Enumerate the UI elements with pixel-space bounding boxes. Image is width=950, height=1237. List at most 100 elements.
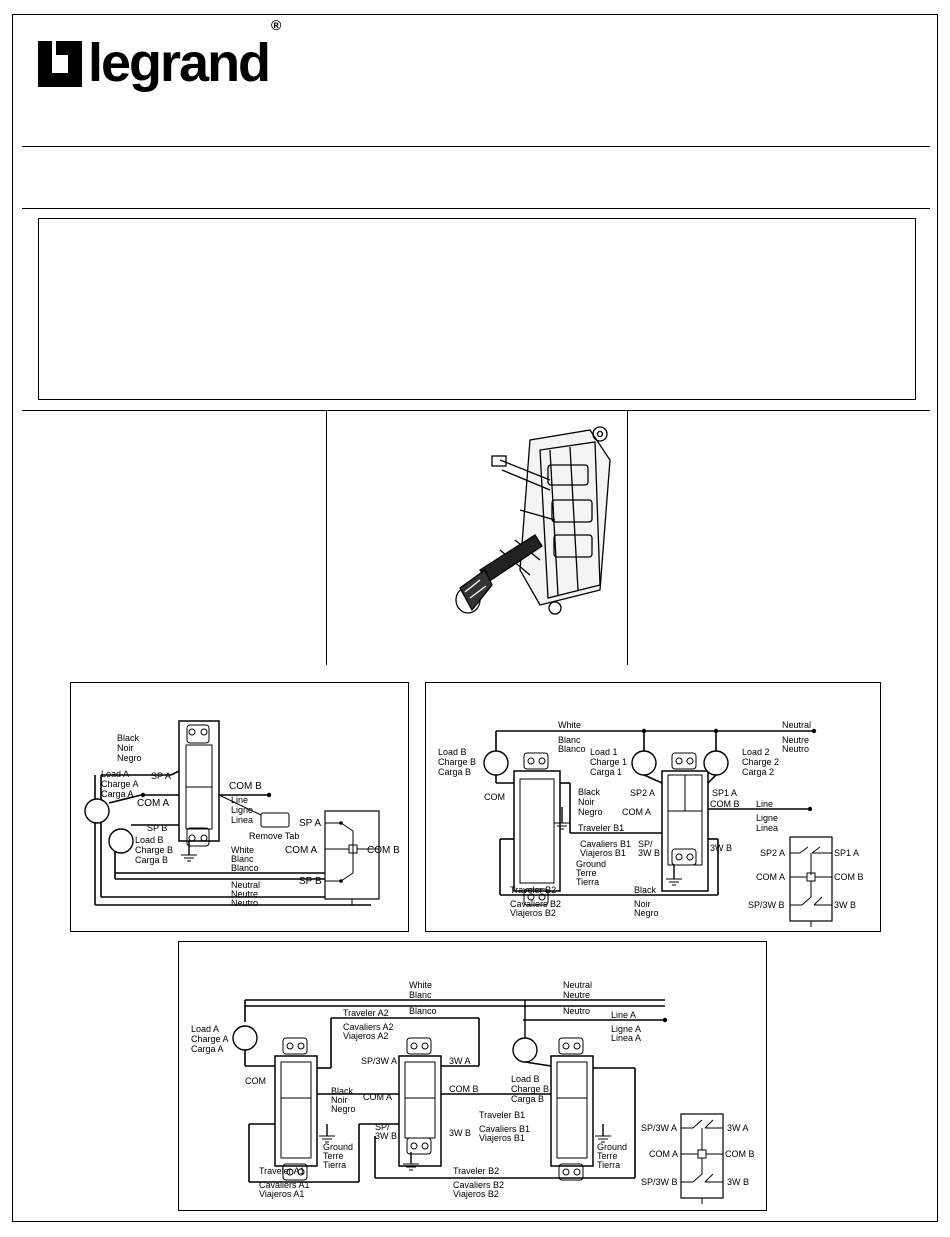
svg-text:Linea A: Linea A [611,1033,641,1043]
svg-text:Negro: Negro [634,908,659,918]
column-divider-left [326,411,327,665]
notice-box [38,218,916,400]
svg-text:3W A: 3W A [449,1056,471,1066]
svg-text:COM: COM [484,792,505,802]
wiring-diagram-three-way-a-b: White Blanc Blanco Neutral Neutre Neutro… [178,941,767,1211]
svg-text:Noir: Noir [331,1095,348,1105]
svg-text:Viajeros A1: Viajeros A1 [259,1189,304,1199]
header-rule-bottom [22,208,930,209]
svg-text:COM B: COM B [834,872,864,882]
svg-text:Tierra: Tierra [597,1160,620,1170]
svg-text:3W B: 3W B [727,1177,749,1187]
svg-text:Line: Line [231,795,248,805]
svg-text:Carga 1: Carga 1 [590,767,622,777]
svg-text:Neutral: Neutral [563,980,592,990]
svg-text:SP/3W A: SP/3W A [641,1123,677,1133]
svg-text:Line A: Line A [611,1010,636,1020]
device-screwdriver-illustration [440,420,620,625]
svg-text:SP/3W A: SP/3W A [361,1056,397,1066]
svg-text:Neutro: Neutro [231,898,258,908]
svg-text:Load B: Load B [511,1074,540,1084]
diagram3-labels: White Blanc Blanco Neutral Neutre Neutro… [191,980,755,1199]
svg-text:3W B: 3W B [449,1128,471,1138]
svg-text:3W B: 3W B [375,1131,397,1141]
svg-text:Negro: Negro [117,753,142,763]
svg-text:Line: Line [756,799,773,809]
svg-text:COM: COM [245,1076,266,1086]
svg-text:Load B: Load B [438,747,467,757]
svg-text:Terre: Terre [597,1151,618,1161]
svg-text:SP/: SP/ [638,839,653,849]
svg-text:Noir: Noir [117,743,134,753]
svg-text:Charge B: Charge B [135,845,173,855]
svg-text:Ligne: Ligne [231,805,253,815]
wiring-diagram-three-way-b: White Blanc Blanco Neutral Neutre Neutro… [425,682,881,932]
svg-text:Tierra: Tierra [323,1160,346,1170]
svg-text:Blanco: Blanco [558,744,586,754]
svg-text:Ground: Ground [576,859,606,869]
svg-text:Terre: Terre [323,1151,344,1161]
svg-text:COM A: COM A [285,845,318,856]
svg-text:Neutral: Neutral [231,880,260,890]
svg-text:Load 1: Load 1 [590,747,618,757]
svg-text:Carga B: Carga B [135,855,168,865]
svg-text:Cavaliers B2: Cavaliers B2 [453,1180,504,1190]
page-frame [12,14,938,1222]
svg-text:Blanc: Blanc [409,990,432,1000]
svg-text:SP1 A: SP1 A [834,848,859,858]
svg-text:Carga 2: Carga 2 [742,767,774,777]
svg-text:SP B: SP B [299,876,322,887]
svg-text:SP A: SP A [299,818,321,829]
svg-text:SP2 A: SP2 A [760,848,785,858]
svg-text:COM A: COM A [649,1149,678,1159]
svg-text:Carga B: Carga B [438,767,471,777]
svg-text:COM A: COM A [137,798,170,809]
svg-text:COM B: COM B [449,1084,479,1094]
svg-text:Viajeros A2: Viajeros A2 [343,1031,388,1041]
svg-text:Ground: Ground [323,1142,353,1152]
svg-text:Tierra: Tierra [576,877,599,887]
svg-text:Neutral: Neutral [782,720,811,730]
svg-text:Ligne A: Ligne A [611,1024,641,1034]
svg-text:Blanc: Blanc [558,735,581,745]
svg-text:Carga A: Carga A [191,1044,224,1054]
svg-text:Viajeros B1: Viajeros B1 [479,1133,525,1143]
svg-text:Blanco: Blanco [409,1006,437,1016]
svg-text:Linea: Linea [756,823,778,833]
svg-text:Ground: Ground [597,1142,627,1152]
wiring-diagram-single-pole: Black Noir Negro Load A Charge A Carga A… [70,682,409,932]
svg-text:Traveler A2: Traveler A2 [343,1008,389,1018]
svg-text:SP/3W B: SP/3W B [641,1177,678,1187]
svg-text:3W A: 3W A [727,1123,749,1133]
svg-text:Carga A: Carga A [101,789,134,799]
svg-text:3W B: 3W B [638,848,660,858]
brand-name: legrand® [88,17,281,93]
svg-text:Cavaliers B1: Cavaliers B1 [479,1124,530,1134]
svg-text:Neutre: Neutre [231,889,258,899]
svg-text:Noir: Noir [634,899,651,909]
legrand-logo: legrand® [36,17,281,93]
svg-text:Cavaliers B2: Cavaliers B2 [510,899,561,909]
svg-text:Remove Tab: Remove Tab [249,831,299,841]
svg-text:COM B: COM B [229,781,262,792]
svg-text:SP B: SP B [147,823,167,833]
svg-text:3W B: 3W B [834,900,856,910]
column-divider-right [627,411,628,665]
svg-text:White: White [558,720,581,730]
svg-text:Terre: Terre [576,868,597,878]
svg-text:Load 2: Load 2 [742,747,770,757]
svg-text:Viajeros B1: Viajeros B1 [580,848,626,858]
svg-text:Charge A: Charge A [191,1034,229,1044]
svg-text:Black: Black [634,885,657,895]
svg-text:Cavaliers B1: Cavaliers B1 [580,839,631,849]
svg-text:Charge B: Charge B [438,757,476,767]
svg-text:Charge B: Charge B [511,1084,549,1094]
svg-text:Charge 2: Charge 2 [742,757,779,767]
svg-text:3W B: 3W B [710,843,732,853]
svg-text:Load A: Load A [191,1024,219,1034]
section-rule [22,410,930,411]
svg-text:COM A: COM A [756,872,785,882]
svg-text:Black: Black [117,733,140,743]
svg-text:COM B: COM B [710,799,740,809]
svg-text:COM A: COM A [622,807,651,817]
